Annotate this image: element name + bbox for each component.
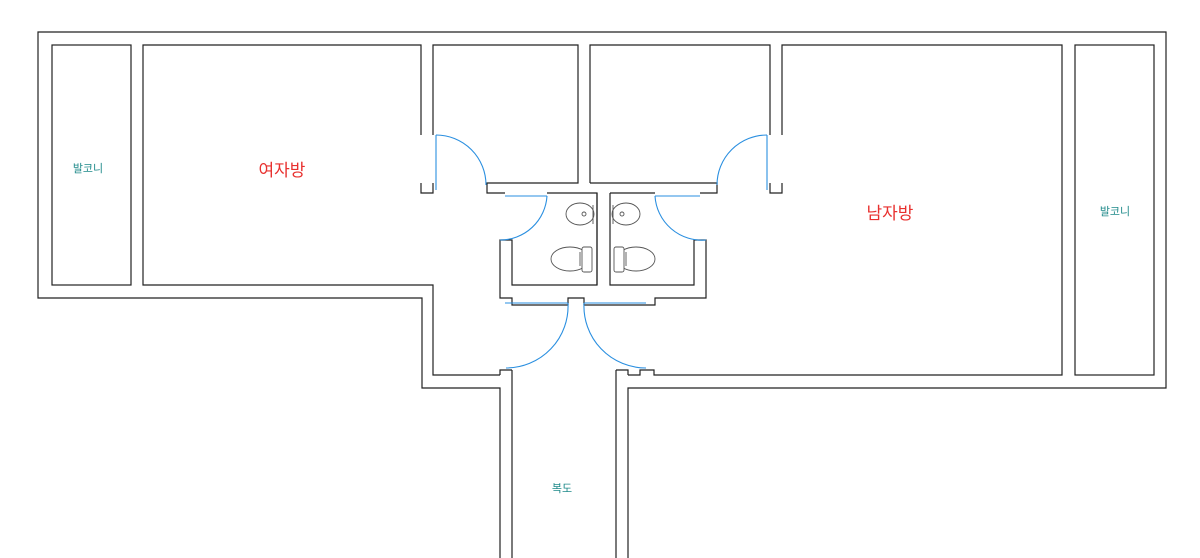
men-room-label: 남자방 [867,204,914,224]
balcony-right-label: 발코니 [1100,205,1130,218]
balcony-left-label: 발코니 [73,162,103,175]
balcony-right [1074,44,1155,376]
men-room [628,44,1063,376]
washbasin-right [611,202,641,226]
corridor-label: 복도 [552,482,572,495]
fixtures [550,202,656,273]
bathroom-block [499,192,707,306]
balcony-left [51,44,132,286]
doors [435,134,768,369]
washbasin-left [565,202,595,226]
women-room [142,44,500,376]
women-room-label: 여자방 [259,161,306,181]
upper-middle-room [589,44,771,183]
outer-walls [37,31,1167,558]
